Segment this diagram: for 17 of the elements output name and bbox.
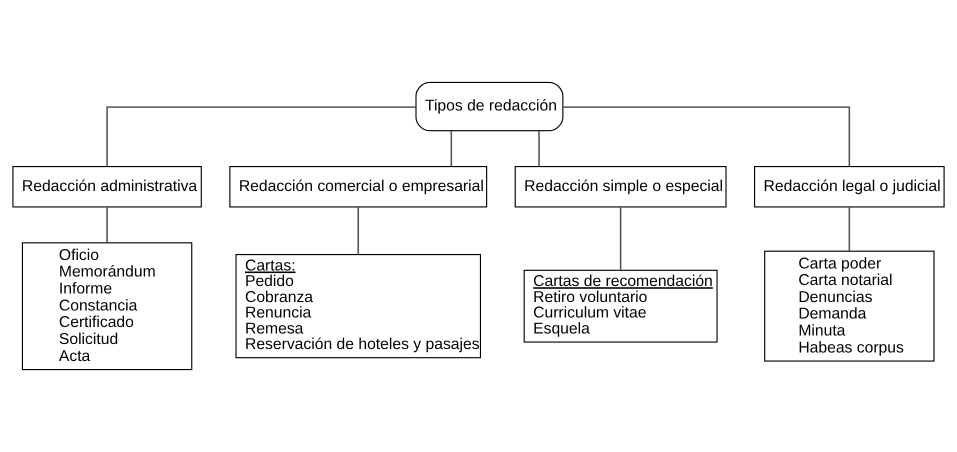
node-box: Cartas de recomendación Retiro voluntario Curriculum vitae Esquela: [524, 270, 718, 343]
node-box: Redacción legal o judicial: [754, 166, 945, 208]
node-box: Redacción comercial o empresarial: [229, 166, 488, 208]
node-box: Oficio Memorándum Informe Constancia Certificado Solicitud Acta: [22, 242, 192, 370]
node-box: Cartas: Pedido Cobranza Renuncia Remesa Reservación de hoteles y pasajes: [235, 254, 482, 358]
node-box: Redacción simple o especial: [514, 166, 727, 208]
connector: [620, 207, 622, 270]
connector: [106, 106, 416, 166]
connector: [538, 131, 540, 166]
connector: [450, 131, 452, 166]
connector: [106, 207, 108, 243]
node-box: Tipos de redacción: [415, 82, 564, 132]
connector: [563, 106, 850, 166]
node-box: Redacción administrativa: [12, 166, 202, 208]
connector: [848, 207, 850, 251]
node-box: Carta poder Carta notarial Denuncias Demanda Minuta Habeas corpus: [764, 250, 935, 362]
connector: [357, 207, 360, 254]
